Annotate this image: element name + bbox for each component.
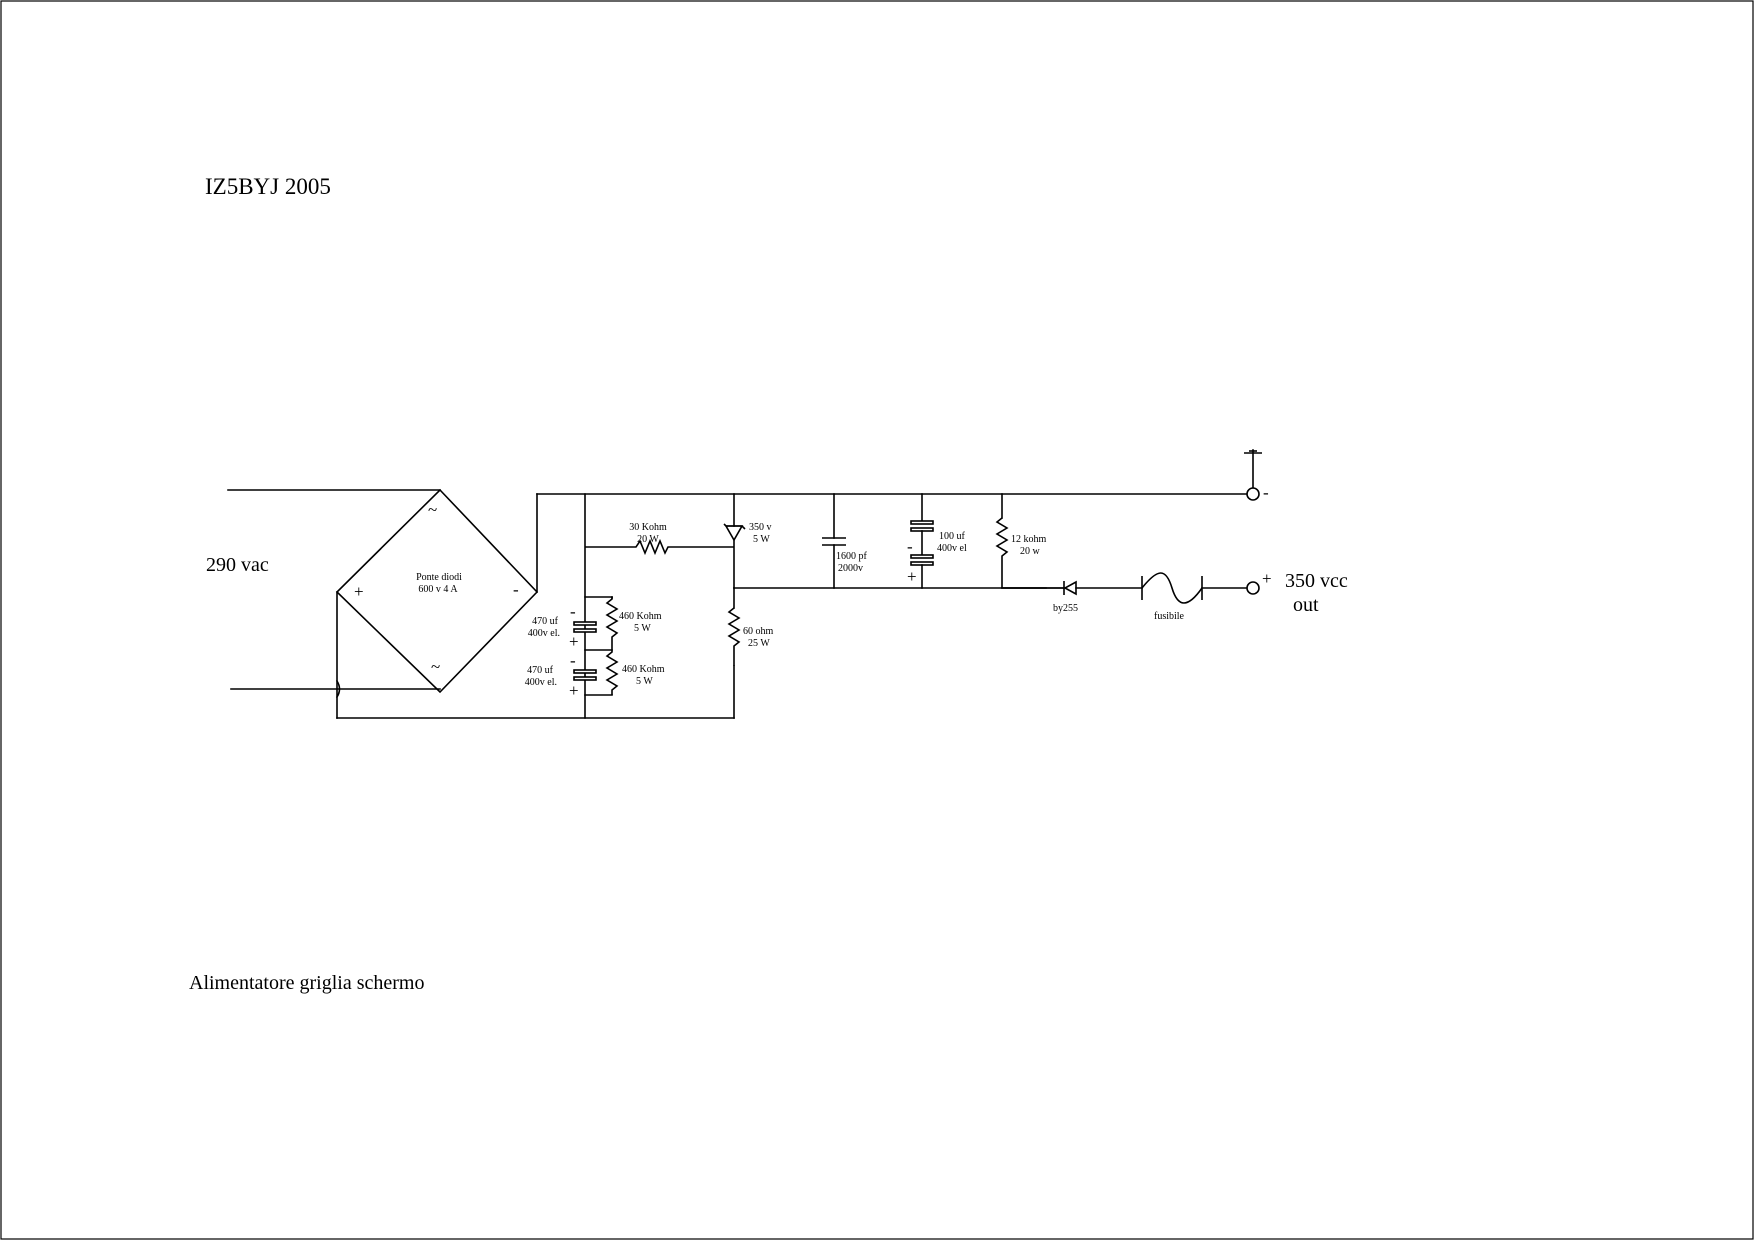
output-out-label: out — [1293, 594, 1319, 616]
upper-capacitor-plate-a — [573, 621, 597, 626]
upper-capacitor-label-line1: 470 uf — [532, 616, 559, 627]
bridge-outline — [335, 488, 539, 694]
bridge-label-line2: 600 v 4 A — [418, 584, 458, 595]
series-resistor: 30 Kohm 20 W — [585, 522, 734, 556]
fuse-element — [1141, 572, 1203, 604]
bridge-label-line1: Ponte diodi — [416, 572, 462, 583]
negative-terminal — [1246, 487, 1260, 501]
lower-bleeder-resistor — [605, 650, 619, 695]
positive-output: + 350 vcc out — [1246, 569, 1348, 616]
input-voltage-label: 290 vac — [206, 554, 269, 576]
output-bleeder-label-line2: 20 w — [1020, 546, 1041, 557]
diagram-caption: Alimentatore griglia schermo — [189, 972, 424, 994]
negative-rail — [536, 493, 1248, 593]
output-capacitor-plus: + — [907, 567, 917, 586]
bridge-ac-mark-bottom: ~ — [431, 657, 440, 676]
output-voltage-label: 350 vcc — [1285, 570, 1348, 592]
bridge-minus-mark: - — [513, 580, 519, 599]
lower-capacitor-minus: - — [570, 651, 576, 670]
negative-output: - — [1244, 449, 1269, 502]
return-bus — [335, 591, 735, 719]
output-capacitor-minus: - — [907, 537, 913, 556]
output-capacitor-label-line2: 400v el — [937, 543, 967, 554]
series-diode-label: by255 — [1053, 603, 1078, 614]
positive-terminal — [1246, 581, 1260, 595]
diode-bridge: ~ ~ + - Ponte diodi 600 v 4 A — [335, 488, 539, 694]
series-diode: by255 — [1001, 580, 1143, 614]
output-bleeder-label-line1: 12 kohm — [1011, 534, 1047, 545]
ac-input: 290 vac — [206, 489, 441, 690]
upper-capacitor-label-line2: 400v el. — [528, 628, 560, 639]
lower-bleeder-label-line1: 460 Kohm — [622, 664, 665, 675]
zener-label-line1: 350 v — [749, 522, 772, 533]
bridge-ac-mark-top: ~ — [428, 500, 437, 519]
load-resistor-label-line2: 25 W — [748, 638, 770, 649]
output-capacitor: + - 100 uf 400v el — [907, 493, 967, 589]
input-filter-stack: - + - + 470 uf 400v el. 470 uf 400v el. … — [525, 493, 665, 719]
zener-bar — [723, 523, 746, 530]
upper-bleeder-label-line1: 460 Kohm — [619, 611, 662, 622]
lower-capacitor-plate-b — [573, 676, 597, 681]
output-bleeder: 12 kohm 20 w — [995, 493, 1047, 588]
lower-bleeder-label-line2: 5 W — [636, 676, 653, 687]
zener-label-line2: 5 W — [753, 534, 770, 545]
output-capacitor-plate-a — [910, 520, 934, 525]
load-resistor-label-line1: 60 ohm — [743, 626, 774, 637]
upper-capacitor-minus: - — [570, 602, 576, 621]
lower-capacitor-plate-a — [573, 669, 597, 674]
lower-capacitor-label-line2: 400v el. — [525, 677, 557, 688]
upper-capacitor-plate-b — [573, 628, 597, 633]
lower-capacitor-label-line1: 470 uf — [527, 665, 554, 676]
series-diode-triangle — [1063, 580, 1077, 596]
upper-bleeder-resistor — [605, 597, 619, 650]
series-resistor-label-line2: 20 W — [637, 534, 659, 545]
bridge-plus-mark: + — [354, 582, 364, 601]
lower-capacitor-plus: + — [569, 681, 579, 700]
zener-triangle — [724, 525, 744, 542]
output-capacitor-label-line1: 100 uf — [939, 531, 966, 542]
output-bleeder-symbol — [995, 517, 1009, 588]
film-capacitor-label-line1: 1600 pf — [836, 551, 868, 562]
output-fuse: fusibile — [1141, 572, 1248, 622]
series-resistor-label-line1: 30 Kohm — [629, 522, 667, 533]
upper-bleeder-label-line2: 5 W — [634, 623, 651, 634]
zener-diode: 350 v 5 W — [723, 493, 772, 589]
film-capacitor: 1600 pf 2000v — [822, 493, 868, 589]
upper-capacitor-plus: + — [569, 632, 579, 651]
fuse-label: fusibile — [1154, 611, 1185, 622]
load-resistor-symbol — [727, 607, 741, 666]
film-capacitor-label-line2: 2000v — [838, 563, 863, 574]
author-label: IZ5BYJ 2005 — [205, 174, 331, 199]
load-resistor: 60 ohm 25 W — [727, 587, 774, 666]
negative-output-label: - — [1263, 483, 1269, 502]
positive-output-sign: + — [1262, 569, 1272, 588]
wire-crossover-hop — [335, 679, 341, 699]
series-resistor-symbol — [585, 538, 734, 556]
output-capacitor-plate-c — [910, 554, 934, 559]
